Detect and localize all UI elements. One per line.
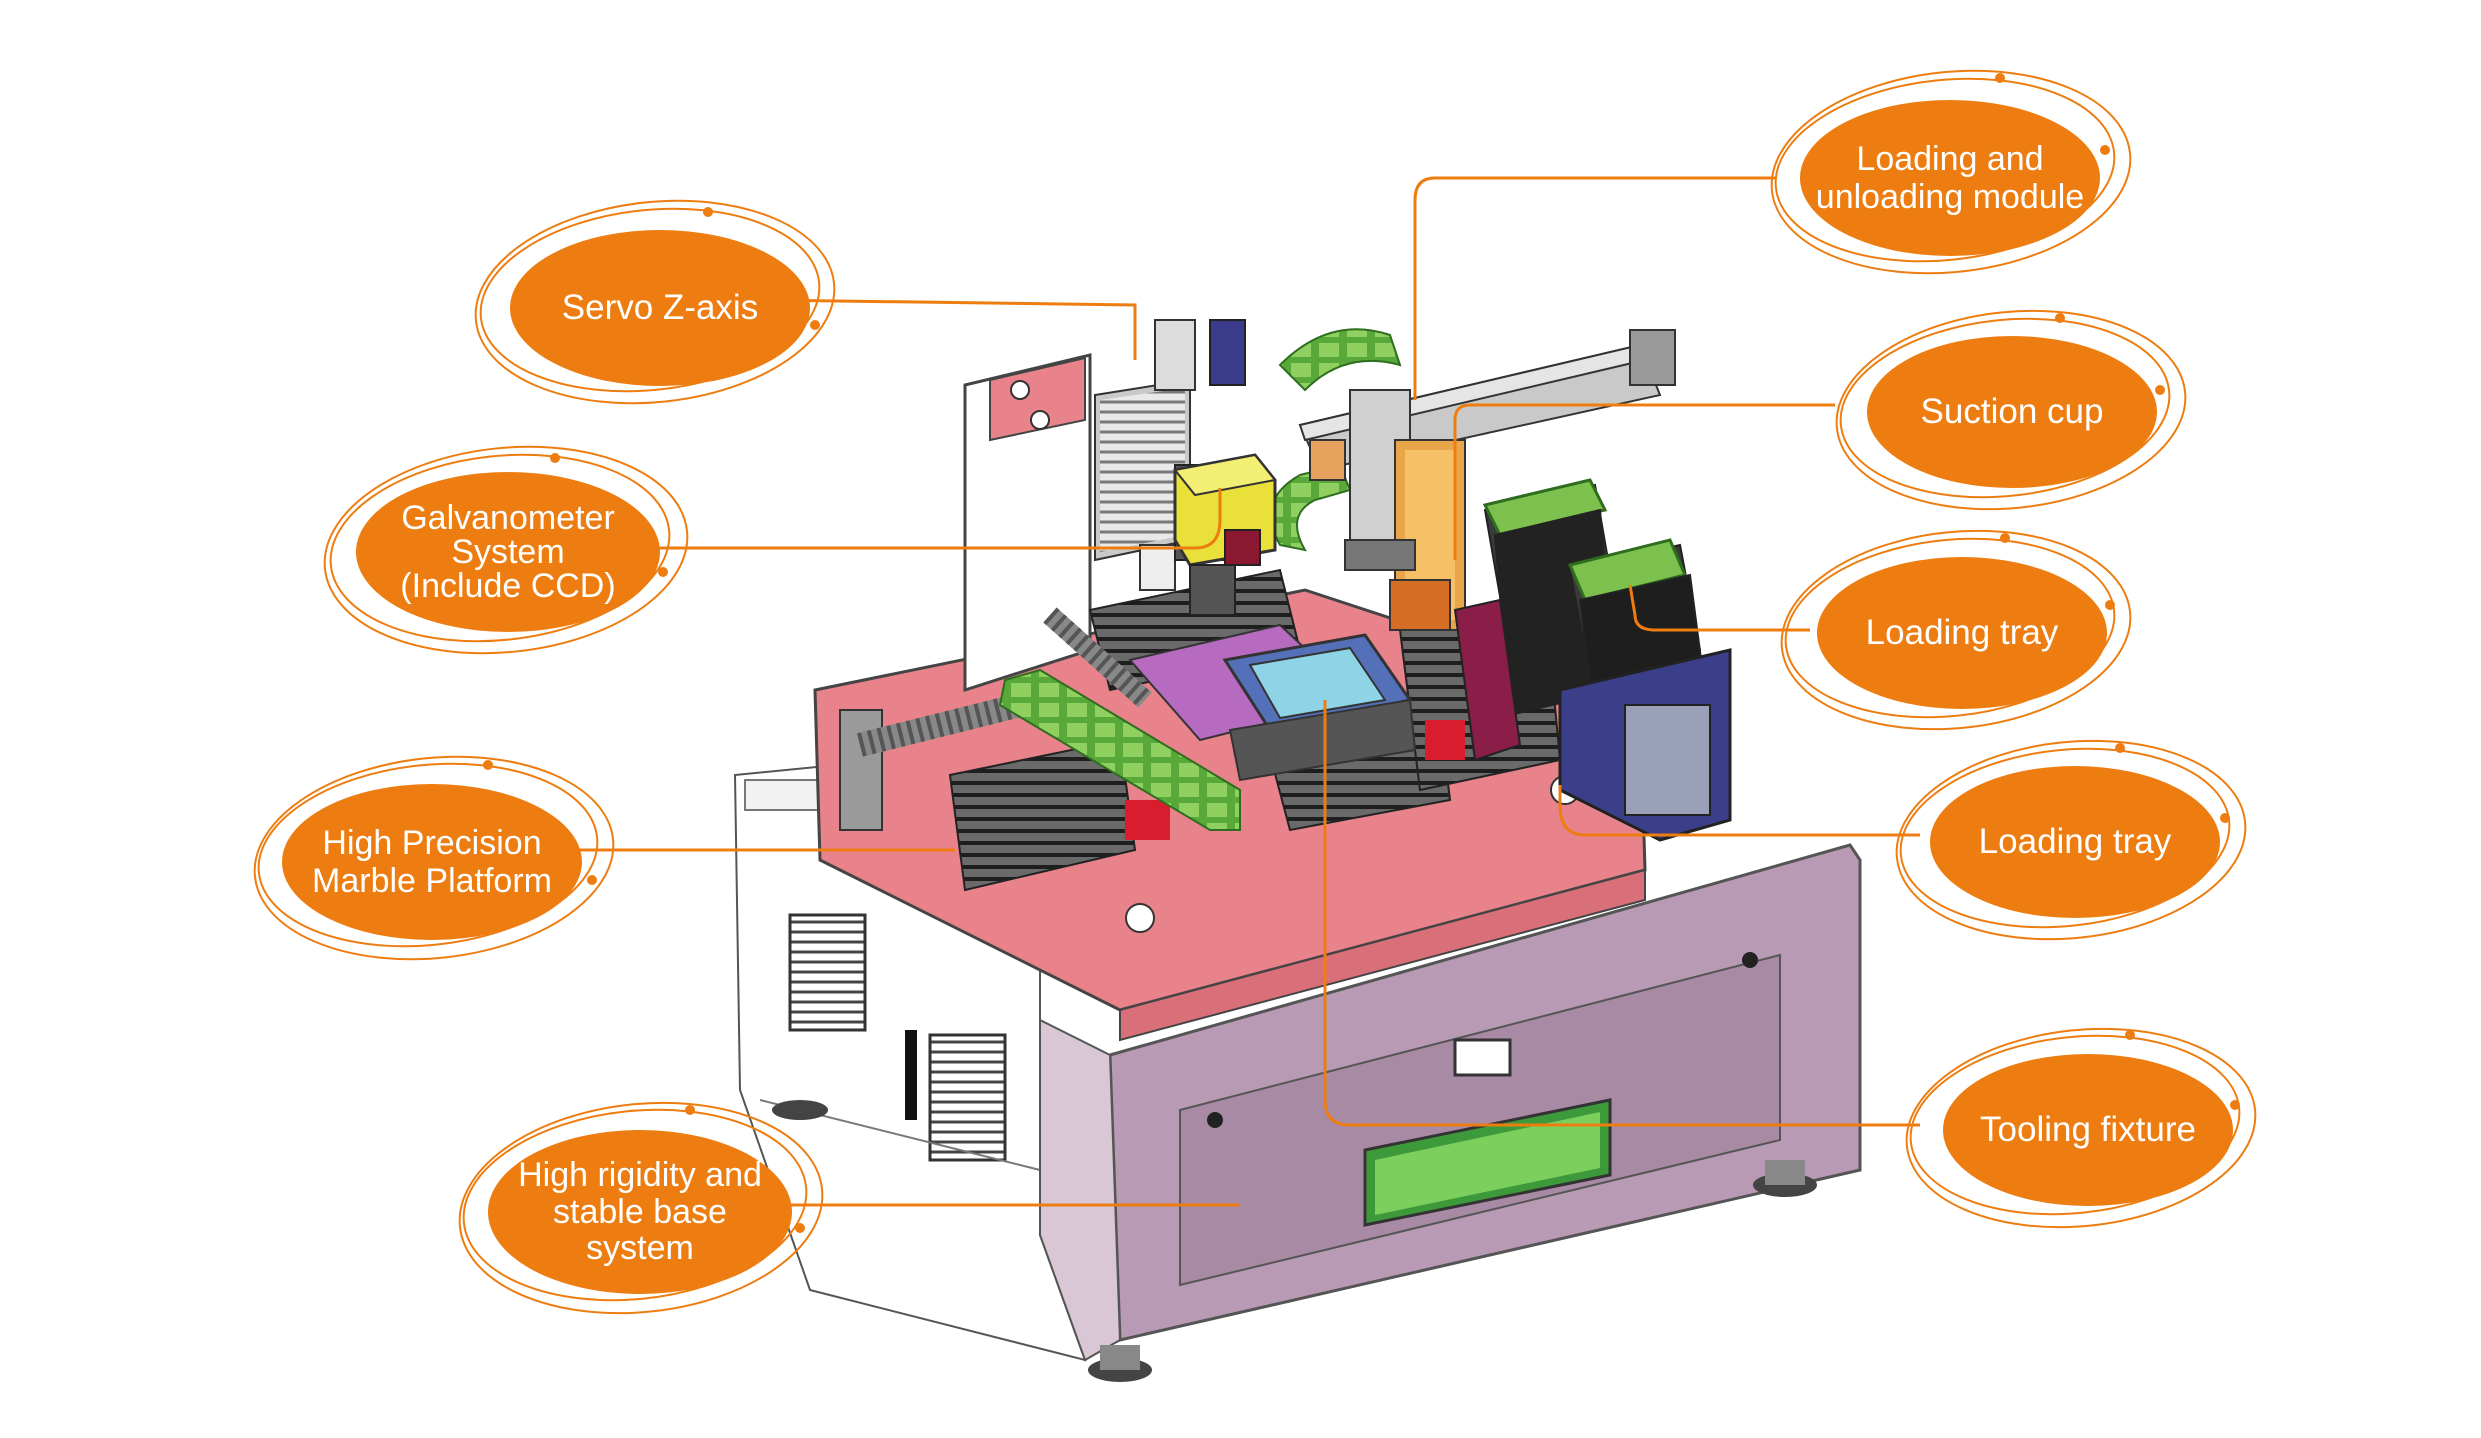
column <box>839 353 1092 831</box>
callout-tooling-fixture: Tooling fixture <box>1943 1090 2233 1170</box>
callout-galvanometer: Galvanometer System (Include CCD) <box>356 486 660 618</box>
label-base-system: High rigidity and stable base system <box>518 1155 762 1268</box>
callout-base-system: High rigidity and stable base system <box>488 1148 792 1276</box>
label-suction-cup: Suction cup <box>1920 392 2104 432</box>
callout-loading-unloading: Loading and unloading module <box>1795 128 2105 228</box>
callout-suction-cup: Suction cup <box>1867 372 2157 452</box>
label-servo-z-axis: Servo Z-axis <box>561 288 759 328</box>
leader-galvanometer <box>620 488 1222 550</box>
leader-tray-2 <box>1558 785 1920 837</box>
callout-marble-platform: High Precision Marble Platform <box>282 812 582 912</box>
leader-servo <box>764 298 1137 360</box>
label-marble-platform: High Precision Marble Platform <box>312 823 552 900</box>
fixture-assembly <box>1128 623 1417 782</box>
label-tooling-fixture: Tooling fixture <box>1980 1110 2196 1150</box>
callout-bubbles <box>282 100 2233 1294</box>
machine-feet <box>772 1100 1817 1382</box>
label-loading-tray-2: Loading tray <box>1978 822 2172 862</box>
ring-dots <box>483 73 2240 1233</box>
label-galvanometer: Galvanometer System (Include CCD) <box>400 499 616 605</box>
callout-rings <box>253 69 2257 1315</box>
loading-unloading-module <box>1298 329 1676 571</box>
loading-tray-stacks <box>1453 478 1732 842</box>
leader-tray-1 <box>1628 584 1810 632</box>
leader-suction-cup <box>1453 403 1835 560</box>
purple-base-cabinet <box>1039 843 1862 1362</box>
leader-tooling <box>1323 700 1920 1127</box>
leader-lines <box>575 176 1920 1207</box>
suction-cup-assembly <box>1344 439 1466 631</box>
cable-chains <box>998 328 1402 831</box>
callout-loading-tray-1: Loading tray <box>1817 593 2107 673</box>
callout-loading-tray-2: Loading tray <box>1930 802 2220 882</box>
label-loading-tray-1: Loading tray <box>1865 613 2059 653</box>
callout-servo-z-axis: Servo Z-axis <box>510 268 810 348</box>
galvanometer-system <box>1173 453 1277 616</box>
leader-loading-module <box>1413 176 1775 400</box>
label-loading-unloading: Loading and unloading module <box>1815 139 2085 216</box>
